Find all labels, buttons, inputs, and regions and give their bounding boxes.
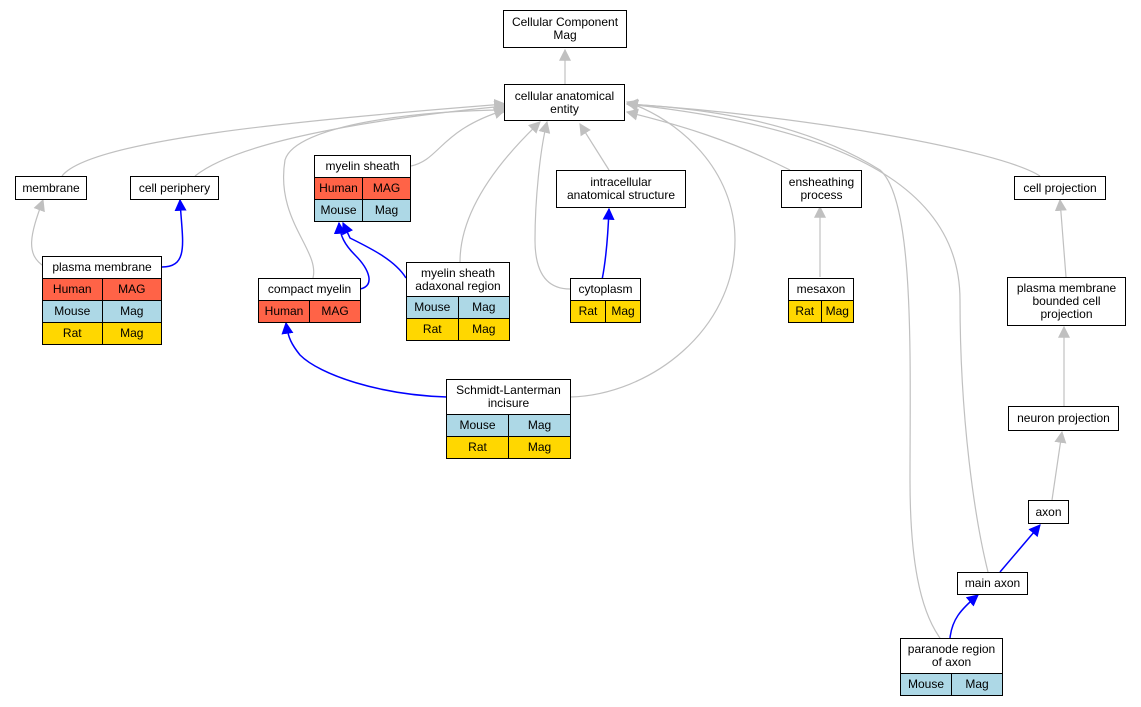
node-title: Schmidt-Lanterman incisure [446,379,571,415]
gene-cell: Mag [458,319,510,341]
edge-membrane-to-cae [61,98,507,177]
node-cellular-anatomical-entity[interactable]: cellular anatomical entity [504,84,625,121]
edge-mainaxon-to-cae [625,99,989,573]
node-title: cytoplasm [570,278,641,301]
node-membrane[interactable]: membrane [15,176,87,200]
species-cell: Rat [406,319,459,341]
gene-row-rat: Rat Mag [788,301,854,323]
node-cellular-component-mag[interactable]: Cellular Component Mag [503,10,627,48]
node-title: cell periphery [130,176,219,200]
node-cell-projection[interactable]: cell projection [1014,176,1106,200]
edge-cellprojection-to-cae [625,98,1041,177]
node-title: neuron projection [1008,406,1119,431]
node-mesaxon[interactable]: mesaxon Rat Mag [788,278,854,323]
species-cell: Human [258,301,310,323]
gene-cell: Mag [458,297,510,319]
species-cell: Human [314,178,363,200]
edge-paranode-to-mainaxon [949,594,979,639]
gene-row-mouse: Mouse Mag [446,415,571,437]
edge-myelinsheath-to-cae [410,107,507,167]
node-title: plasma membrane bounded cell projection [1007,277,1126,326]
node-title: intracellular anatomical structure [556,170,686,208]
node-axon[interactable]: axon [1028,500,1069,524]
node-title: plasma membrane [42,256,162,279]
node-title: membrane [15,176,87,200]
gene-row-human: Human MAG [42,279,162,301]
gene-row-mouse: Mouse Mag [42,301,162,323]
gene-cell: MAG [102,279,162,301]
edge-cytoplasm-to-cae [534,120,571,290]
gene-row-rat: Rat Mag [446,437,571,459]
node-compact-myelin[interactable]: compact myelin Human MAG [258,278,361,323]
node-title: ensheathing process [781,170,862,208]
edge-mainaxon-to-axon [999,524,1041,573]
node-title: Cellular Component Mag [503,10,627,48]
edge-cytoplasm-to-intracellular [601,207,615,281]
node-cell-periphery[interactable]: cell periphery [130,176,219,200]
species-cell: Mouse [446,415,509,437]
species-cell: Mouse [42,301,103,323]
edge-intracellular-to-cae [579,122,610,171]
edge-schmidt-to-compactmyelin [281,321,448,398]
gene-cell: Mag [606,301,641,323]
node-intracellular-anatomical-structure[interactable]: intracellular anatomical structure [556,170,686,208]
gene-row-human: Human MAG [314,178,411,200]
species-cell: Mouse [314,200,363,222]
node-title: mesaxon [788,278,854,301]
node-title: cellular anatomical entity [504,84,625,121]
gene-row-mouse: Mouse Mag [314,200,411,222]
node-cytoplasm[interactable]: cytoplasm Rat Mag [570,278,641,323]
edge-ensheathing-to-cae [625,108,791,171]
edge-adaxonal-to-myelinsheath [342,221,407,279]
gene-row-mouse: Mouse Mag [406,297,510,319]
gene-cell: Mag [102,323,162,345]
gene-row-rat: Rat Mag [570,301,641,323]
gene-cell: Mag [102,301,162,323]
edge-plasmamembrane-to-cellperiphery [161,198,187,268]
gene-cell: Mag [821,301,854,323]
edge-pmbcp-to-cellprojection [1054,198,1067,278]
species-cell: Rat [446,437,509,459]
node-myelin-sheath-adaxonal-region[interactable]: myelin sheath adaxonal region Mouse Mag … [406,262,510,341]
node-title: main axon [957,572,1028,595]
node-main-axon[interactable]: main axon [957,572,1028,595]
node-schmidt-lanterman-incisure[interactable]: Schmidt-Lanterman incisure Mouse Mag Rat… [446,379,571,459]
node-ensheathing-process[interactable]: ensheathing process [781,170,862,208]
gene-cell: Mag [363,200,411,222]
node-neuron-projection[interactable]: neuron projection [1008,406,1119,431]
edge-axon-to-neuronprojection [1051,430,1067,501]
gene-row-rat: Rat Mag [406,319,510,341]
node-plasma-membrane-bounded-cell-projection[interactable]: plasma membrane bounded cell projection [1007,277,1126,326]
species-cell: Rat [788,301,822,323]
node-title: myelin sheath [314,155,411,178]
species-cell: Rat [42,323,103,345]
node-title: cell projection [1014,176,1106,200]
species-cell: Human [42,279,103,301]
gene-cell: MAG [310,301,361,323]
edge-plasmamembrane-to-membrane [31,198,46,268]
gene-cell: Mag [509,437,571,459]
gene-row-rat: Rat Mag [42,323,162,345]
edge-schmidt-to-cae [569,99,736,398]
node-myelin-sheath[interactable]: myelin sheath Human MAG Mouse Mag [314,155,411,222]
edge-adaxonal-to-cae [459,121,541,263]
node-plasma-membrane[interactable]: plasma membrane Human MAG Mouse Mag Rat … [42,256,162,345]
node-paranode-region-of-axon[interactable]: paranode region of axon Mouse Mag [900,638,1003,696]
species-cell: Mouse [900,674,952,696]
species-cell: Mouse [406,297,459,319]
edge-compactmyelin-to-myelinsheath [333,221,370,290]
node-title: paranode region of axon [900,638,1003,674]
gene-cell: Mag [952,674,1003,696]
node-title: compact myelin [258,278,361,301]
node-title: myelin sheath adaxonal region [406,262,510,297]
species-cell: Rat [570,301,606,323]
gene-row-human: Human MAG [258,301,361,323]
gene-cell: Mag [509,415,571,437]
gene-row-mouse: Mouse Mag [900,674,1003,696]
node-title: axon [1028,500,1069,524]
gene-cell: MAG [363,178,411,200]
edge-paranode-to-cae [625,98,941,639]
edge-compactmyelin-to-cae [282,104,510,279]
